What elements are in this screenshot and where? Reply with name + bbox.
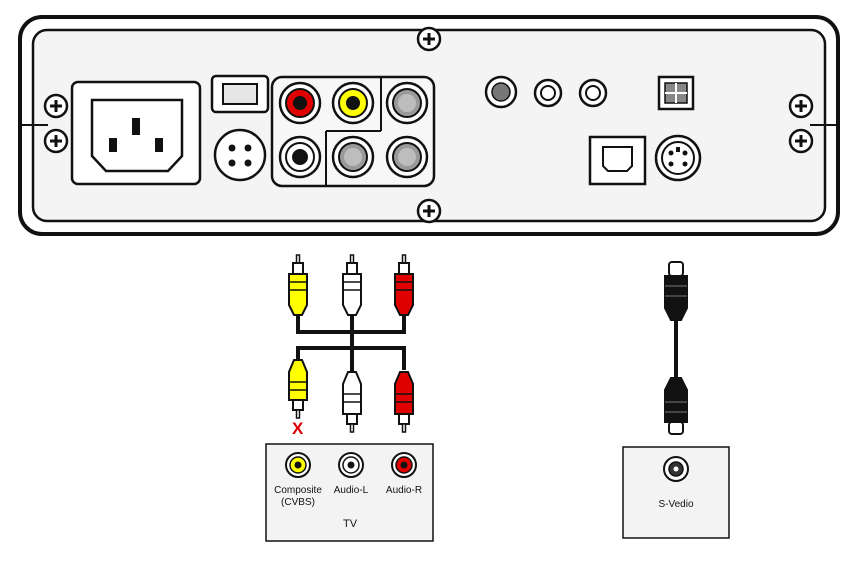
- round-jack-icon: [580, 80, 606, 106]
- rca-plug-red: [395, 255, 413, 315]
- round-jack-icon: [535, 80, 561, 106]
- audio-l-jack-icon[interactable]: [339, 453, 363, 477]
- rca-jack-icon[interactable]: [387, 137, 427, 177]
- svideo-port-icon: [656, 136, 700, 180]
- screw-icon: [418, 200, 440, 222]
- screw-icon: [45, 130, 67, 152]
- composite-label-line2: (CVBS): [268, 497, 328, 509]
- rca-plug-white: [343, 255, 361, 315]
- rca-plug-yellow: [289, 255, 307, 315]
- composite-jack-icon[interactable]: [286, 453, 310, 477]
- square-port-icon: [659, 77, 693, 109]
- rca-jack-icon[interactable]: [333, 83, 373, 123]
- av-cable: [298, 315, 404, 372]
- svideo-label: S-Vedio: [641, 499, 711, 511]
- rca-plug-red: [395, 372, 413, 432]
- screw-icon: [790, 130, 812, 152]
- composite-label-line1: Composite: [268, 485, 328, 497]
- power-socket-icon: [72, 82, 200, 184]
- not-connected-mark: X: [292, 419, 303, 439]
- screw-icon: [790, 95, 812, 117]
- usb-b-port-icon: [590, 137, 645, 184]
- rca-jack-icon[interactable]: [280, 83, 320, 123]
- screw-icon: [418, 28, 440, 50]
- composite-label: Composite (CVBS): [268, 485, 328, 509]
- tv-title: TV: [332, 518, 368, 530]
- rca-jack-icon[interactable]: [333, 137, 373, 177]
- round-jack-icon: [486, 77, 516, 107]
- svideo-cable: [665, 262, 687, 434]
- power-switch-icon[interactable]: [212, 76, 268, 112]
- rca-plug-white: [343, 372, 361, 432]
- rca-jack-icon[interactable]: [387, 83, 427, 123]
- audio-l-label: Audio-L: [326, 485, 376, 497]
- screw-icon: [45, 95, 67, 117]
- rca-plug-yellow: [289, 360, 307, 418]
- svideo-jack-icon[interactable]: [664, 457, 688, 481]
- rca-jack-icon[interactable]: [280, 137, 320, 177]
- audio-r-label: Audio-R: [379, 485, 429, 497]
- audio-r-jack-icon[interactable]: [392, 453, 416, 477]
- round-4pin-port-icon: [215, 130, 265, 180]
